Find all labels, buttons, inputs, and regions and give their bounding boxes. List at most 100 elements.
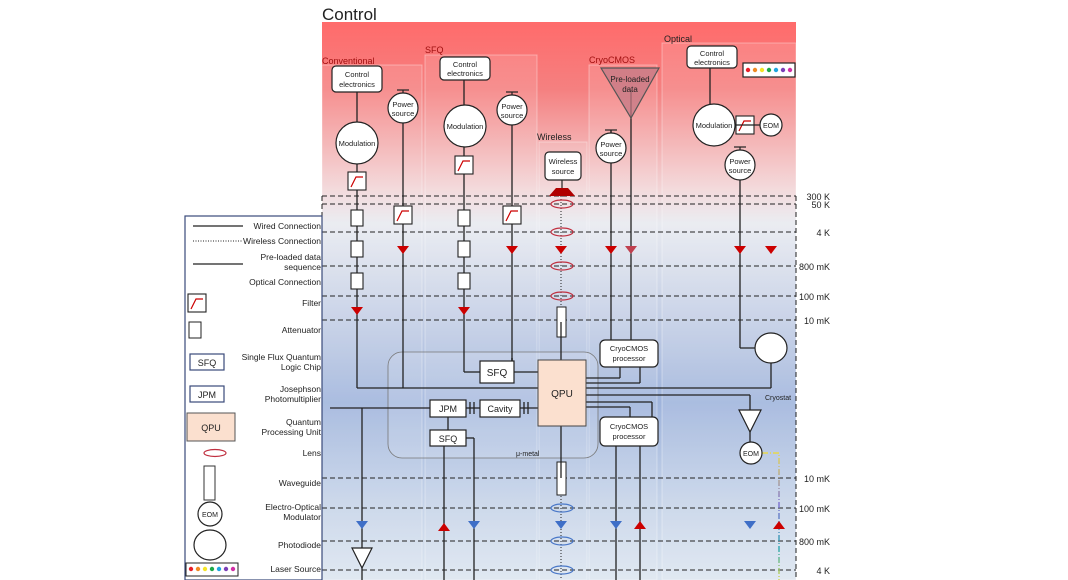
amplifier-icon <box>738 409 762 434</box>
legend-item: Attenuator <box>188 321 321 339</box>
wireless-source[interactable]: Wireless source <box>544 151 582 196</box>
filter-icon <box>502 205 522 225</box>
arrow-down-icon <box>765 246 777 254</box>
svg-text:source: source <box>392 109 415 118</box>
filter-icon <box>347 171 367 191</box>
laser-source[interactable] <box>742 62 796 78</box>
eom-bottom[interactable]: EOM <box>739 441 763 465</box>
legend-item: Optical Connection <box>193 277 321 287</box>
group-label-optical: Optical <box>664 34 692 44</box>
svg-text:Modulation: Modulation <box>339 139 376 148</box>
laser-dot <box>766 67 772 73</box>
temperature-label: 300 K <box>806 192 830 202</box>
photodiode-icon <box>193 529 227 561</box>
jpm[interactable]: JPM <box>429 399 467 418</box>
legend-label: Photodiode <box>278 540 321 550</box>
legend-label: Laser Source <box>270 564 321 574</box>
mu-metal-label: μ-metal <box>516 451 540 458</box>
svg-text:Modulation: Modulation <box>696 121 733 130</box>
filter-icon <box>187 293 207 313</box>
arrow-down-icon <box>397 246 409 254</box>
svg-text:electronics: electronics <box>694 58 730 67</box>
legend-item: Laser Source <box>185 562 321 577</box>
eom-top[interactable]: EOM <box>735 113 783 137</box>
arrow-down-icon <box>555 521 567 529</box>
modulation-optical[interactable]: Modulation <box>692 103 736 147</box>
svg-text:Power: Power <box>729 157 751 166</box>
control-electronics-conventional[interactable]: Control electronics <box>331 65 383 93</box>
lens-icon <box>550 291 574 301</box>
waveguide-top <box>556 306 567 338</box>
arrow-down-icon <box>468 521 480 529</box>
capacitor-couplings <box>469 402 529 414</box>
laser-dot <box>759 67 765 73</box>
temperature-label: 4 K <box>816 228 830 238</box>
attenuator-icon <box>457 272 471 290</box>
group-label-sfq: SFQ <box>425 45 444 55</box>
qpu[interactable]: QPU <box>537 359 587 427</box>
wired-connections <box>330 68 772 580</box>
laser-dot <box>209 566 215 572</box>
svg-text:source: source <box>501 111 524 120</box>
group-label-wireless: Wireless <box>537 132 572 142</box>
lens-icon <box>550 503 574 513</box>
arrow-down-icon <box>734 246 746 254</box>
attenuator-icon <box>350 209 364 227</box>
attenuator-icon <box>188 321 202 339</box>
svg-text:electronics: electronics <box>339 80 375 89</box>
legend-label: Pre-loaded data <box>261 252 322 262</box>
svg-text:Control: Control <box>345 70 370 79</box>
cavity[interactable]: Cavity <box>479 399 521 418</box>
arrow-up-icon <box>438 523 450 531</box>
temperature-label: 50 K <box>811 200 830 210</box>
legend-label: Electro-Optical <box>265 502 321 512</box>
group-label-cryocmos: CryoCMOS <box>589 55 635 65</box>
attenuator-icon <box>350 272 364 290</box>
modulation-sfq[interactable]: Modulation <box>443 104 487 148</box>
attenuator-icon <box>457 240 471 258</box>
antenna-icon <box>549 188 575 196</box>
modulation-conventional[interactable]: Modulation <box>335 121 379 165</box>
legend-label: Quantum <box>286 417 321 427</box>
preloaded-data[interactable]: Pre-loaded data <box>599 67 661 120</box>
sfq-chip-main[interactable]: SFQ <box>479 360 515 384</box>
svg-text:JPM: JPM <box>198 390 216 400</box>
svg-text:EOM: EOM <box>743 451 759 458</box>
legend-label: Single Flux Quantum <box>242 352 321 362</box>
control-electronics-optical[interactable]: Control electronics <box>686 45 738 69</box>
svg-text:source: source <box>552 167 575 176</box>
lens-icon <box>550 199 574 209</box>
temperature-label: 4 K <box>816 566 830 576</box>
arrow-up-icon <box>773 521 785 529</box>
arrow-down-icon <box>351 307 363 315</box>
lens-icon <box>550 227 574 237</box>
laser-dot <box>230 566 236 572</box>
temperature-label: 10 mK <box>804 474 830 484</box>
svg-text:electronics: electronics <box>447 69 483 78</box>
svg-text:EOM: EOM <box>763 123 779 130</box>
svg-text:SFQ: SFQ <box>487 368 508 379</box>
svg-text:Pre-loaded: Pre-loaded <box>610 75 649 84</box>
cryocmos-processor-1[interactable]: CryoCMOS processor <box>599 339 659 368</box>
svg-text:processor: processor <box>613 432 646 441</box>
laser-dot <box>195 566 201 572</box>
laser-dot <box>223 566 229 572</box>
temperature-label: 800 mK <box>799 262 830 272</box>
sfq-chip-readout[interactable]: SFQ <box>429 429 467 447</box>
svg-text:source: source <box>729 166 752 175</box>
control-electronics-sfq[interactable]: Control electronics <box>439 56 491 81</box>
lens-icon <box>550 565 574 575</box>
legend-item: Lens <box>203 448 321 458</box>
cryocmos-processor-2[interactable]: CryoCMOS processor <box>599 416 659 447</box>
svg-text:QPU: QPU <box>551 389 573 400</box>
legend-label: Attenuator <box>282 325 321 335</box>
lens-icon <box>550 261 574 271</box>
legend-item: Filter <box>187 293 321 313</box>
